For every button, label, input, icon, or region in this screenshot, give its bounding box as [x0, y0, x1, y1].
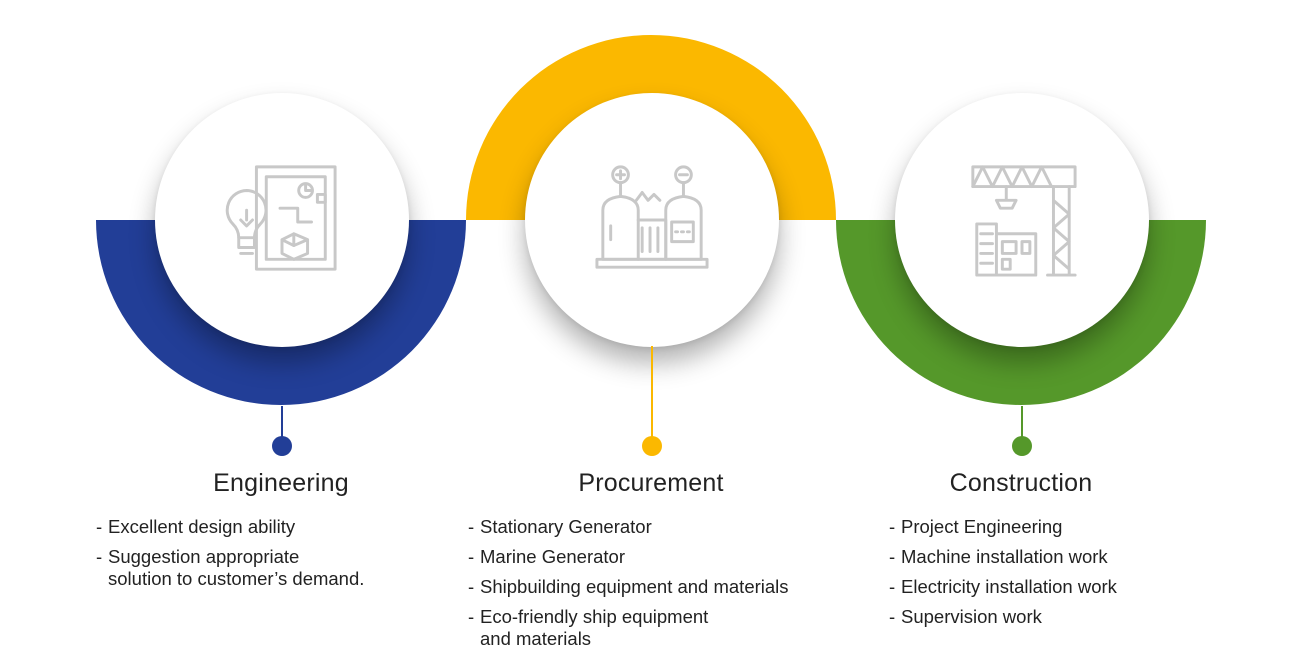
engineering-connector: [281, 406, 283, 440]
generator-icon: [595, 165, 709, 269]
bullet-dash: -: [468, 546, 475, 567]
engineering-list: -Excellent design ability-Suggestion app…: [96, 516, 436, 598]
list-item: -Excellent design ability: [96, 516, 436, 538]
lightbulb-blueprint-icon: [225, 165, 337, 271]
list-item-text: Suggestion appropriate: [108, 546, 300, 567]
list-item-text: Electricity installation work: [901, 576, 1117, 597]
engineering-dot: [272, 436, 292, 456]
engineering-icon-circle: [155, 93, 409, 347]
construction-icon-circle: [895, 93, 1149, 347]
procurement-dot: [642, 436, 662, 456]
procurement-icon-circle: [525, 93, 779, 347]
procurement-list: -Stationary Generator-Marine Generator-S…: [468, 516, 858, 658]
list-item-text: Shipbuilding equipment and materials: [480, 576, 789, 597]
list-item: -Marine Generator: [468, 546, 858, 568]
construction-title: Construction: [949, 469, 1093, 497]
bullet-dash: -: [468, 516, 475, 537]
list-item-text: Supervision work: [901, 606, 1042, 627]
bullet-dash: -: [96, 516, 103, 537]
bullet-dash: -: [468, 606, 475, 627]
list-item: -Machine installation work: [889, 546, 1229, 568]
bullet-dash: -: [889, 546, 896, 567]
bullet-dash: -: [889, 516, 896, 537]
list-item-text: Project Engineering: [901, 516, 1063, 537]
bullet-dash: -: [96, 546, 103, 567]
list-item-text: and materials: [480, 628, 592, 649]
bullet-dash: -: [889, 606, 896, 627]
construction-connector: [1021, 406, 1023, 440]
tower-crane-icon: [971, 165, 1077, 277]
list-item: -Supervision work: [889, 606, 1229, 628]
list-item: -Electricity installation work: [889, 576, 1229, 598]
list-item-text: solution to customer’s demand.: [108, 568, 365, 589]
construction-dot: [1012, 436, 1032, 456]
list-item-text: Eco-friendly ship equipment: [480, 606, 709, 627]
list-item-text: Machine installation work: [901, 546, 1108, 567]
procurement-title: Procurement: [578, 469, 724, 497]
list-item: -Project Engineering: [889, 516, 1229, 538]
construction-list: -Project Engineering-Machine installatio…: [889, 516, 1229, 636]
list-item: -Shipbuilding equipment and materials: [468, 576, 858, 598]
bullet-dash: -: [468, 576, 475, 597]
list-item-text: Stationary Generator: [480, 516, 652, 537]
list-item-text: Excellent design ability: [108, 516, 296, 537]
list-item-text: Marine Generator: [480, 546, 625, 567]
engineering-title: Engineering: [213, 469, 349, 497]
procurement-connector: [651, 346, 653, 440]
bullet-dash: -: [889, 576, 896, 597]
list-item: -Stationary Generator: [468, 516, 858, 538]
